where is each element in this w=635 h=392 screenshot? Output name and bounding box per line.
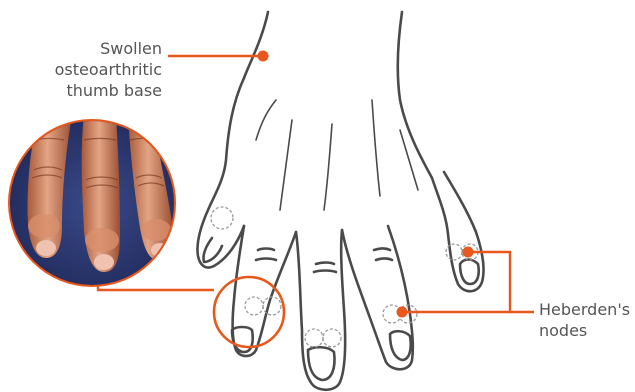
joint-thumb [211, 207, 233, 229]
arthritic-fingers-photo [0, 110, 190, 300]
crease-ring [374, 249, 390, 251]
hand-outline [197, 12, 483, 390]
wrist-right-line [398, 12, 432, 178]
crease-index [258, 249, 274, 251]
label-thumb-base: Swollen osteoarthritic thumb base [12, 38, 162, 101]
joint-middle-1 [305, 329, 323, 347]
label-heberden-line-2: nodes [539, 320, 635, 341]
callout-dot-thumb [258, 51, 269, 62]
joint-middle-2 [323, 329, 341, 347]
joint-index-1 [245, 297, 263, 315]
crease-ring-2 [376, 259, 392, 261]
thumb-web [256, 100, 276, 140]
callout-heberden [402, 252, 534, 312]
callout-dot-heberden-little [463, 247, 474, 258]
wrist-left-line [244, 12, 268, 78]
tendon-1 [280, 120, 292, 210]
ring-nail [390, 331, 411, 360]
crease-index-2 [256, 259, 276, 261]
little-nail [460, 260, 479, 285]
tendon-4 [400, 130, 418, 190]
magnify-ring [214, 277, 284, 347]
middle-nail [308, 347, 335, 380]
tendon-3 [372, 100, 380, 196]
label-heberden: Heberden's nodes [539, 299, 635, 341]
index-finger-outline [233, 226, 296, 356]
thumb-nail [203, 238, 222, 262]
little-finger-outline [432, 172, 484, 291]
tendon-2 [324, 124, 332, 210]
callout-magnify [98, 276, 284, 347]
callout-dot-heberden-ring [397, 307, 408, 318]
joint-index-2 [263, 297, 281, 315]
label-heberden-line-1: Heberden's [539, 299, 635, 320]
label-thumb-line-3: thumb base [12, 80, 162, 101]
thumb-outline [197, 78, 244, 268]
middle-finger-outline [296, 230, 345, 390]
label-thumb-line-1: Swollen [12, 38, 162, 59]
joint-little-1 [446, 244, 462, 260]
crease-middle-2 [314, 271, 336, 273]
label-thumb-line-2: osteoarthritic [12, 59, 162, 80]
ring-finger-outline [342, 226, 413, 369]
crease-middle [316, 263, 334, 265]
